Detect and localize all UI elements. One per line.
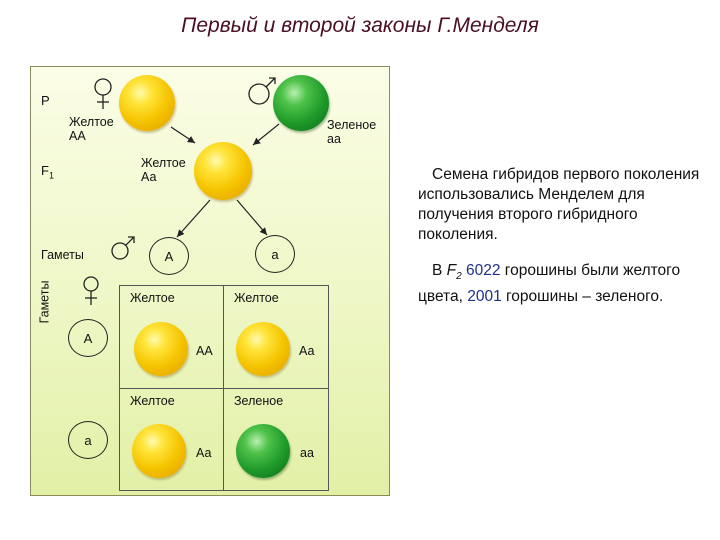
pea-parent-yellow (119, 75, 175, 131)
description-paragraph-2: В F2 6022 горошины были желтого цвета, 2… (418, 261, 708, 307)
pea-cell-4 (236, 424, 290, 478)
f1-color: Желтое (141, 156, 186, 170)
gamete-male-2-label: а (271, 246, 279, 262)
pea-cell-1 (134, 322, 188, 376)
gamete-circle-female-2: а (68, 421, 108, 459)
gamete-circle-female-1: А (68, 319, 108, 357)
cell-4-genotype: аа (300, 446, 314, 460)
generation-f1-label: F1 (41, 164, 54, 183)
male-symbol-icon (111, 236, 135, 260)
f1-genotype: Аа (141, 170, 157, 184)
male-symbol-icon (248, 77, 276, 105)
mendel-diagram-panel: P F1 Гаметы Гаметы Желтое АА Зеленое аа … (30, 66, 390, 496)
description-text: Семена гибридов первого поколения исполь… (418, 165, 708, 323)
gamete-circle-male-1: А (149, 237, 189, 275)
para2-prefix: В (432, 262, 447, 279)
para2-f-symbol: F (446, 262, 457, 279)
diagram-symbols (83, 77, 280, 305)
pea-cell-2 (236, 322, 290, 376)
para2-middle: горошины были желтого цвета, (418, 262, 681, 306)
female-symbol-icon (83, 276, 99, 305)
arrow-icon (236, 199, 268, 236)
gamete-female-2-label: а (84, 432, 92, 448)
yellow-count: 6022 (466, 262, 501, 279)
parent-female-genotype: АА (69, 129, 86, 143)
grid-horizontal-divider (120, 388, 328, 389)
female-symbol-icon (94, 78, 112, 109)
green-count: 2001 (467, 288, 502, 306)
f1-subscript: 1 (48, 170, 54, 181)
gamete-male-1-label: А (164, 248, 174, 264)
pea-cell-3 (132, 424, 186, 478)
para2-f-subscript: 2 (456, 271, 462, 283)
parent-female-color: Желтое (69, 115, 114, 129)
gamete-circle-male-2: а (255, 235, 295, 273)
arrow-icon (252, 123, 280, 146)
gamete-female-1-label: А (83, 330, 93, 346)
parent-male-color: Зеленое (327, 118, 377, 132)
pea-f1-yellow (194, 142, 252, 200)
cell-1-phenotype: Желтое (130, 291, 175, 305)
cell-2-phenotype: Желтое (234, 291, 279, 305)
cell-3-phenotype: Желтое (130, 394, 175, 408)
parent-male-genotype: аа (327, 132, 341, 146)
page-title: Первый и второй законы Г.Менделя (181, 14, 539, 37)
para2-suffix: горошины – зеленого. (501, 288, 664, 306)
cell-2-genotype: Аа (299, 344, 315, 358)
description-paragraph-1: Семена гибридов первого поколения исполь… (418, 166, 700, 243)
cell-3-genotype: Аа (196, 446, 212, 460)
pea-parent-green (273, 75, 329, 131)
f1-main-text: F (41, 163, 49, 178)
generation-p-label: P (41, 93, 50, 108)
punnett-square: Желтое АА Желтое Аа Желтое Аа Зеленое аа (119, 285, 329, 491)
cell-1-genotype: АА (196, 344, 213, 358)
arrow-icon (170, 126, 196, 144)
arrow-icon (176, 199, 211, 238)
cell-4-phenotype: Зеленое (234, 394, 284, 408)
gametes-row-label: Гаметы (41, 248, 84, 262)
